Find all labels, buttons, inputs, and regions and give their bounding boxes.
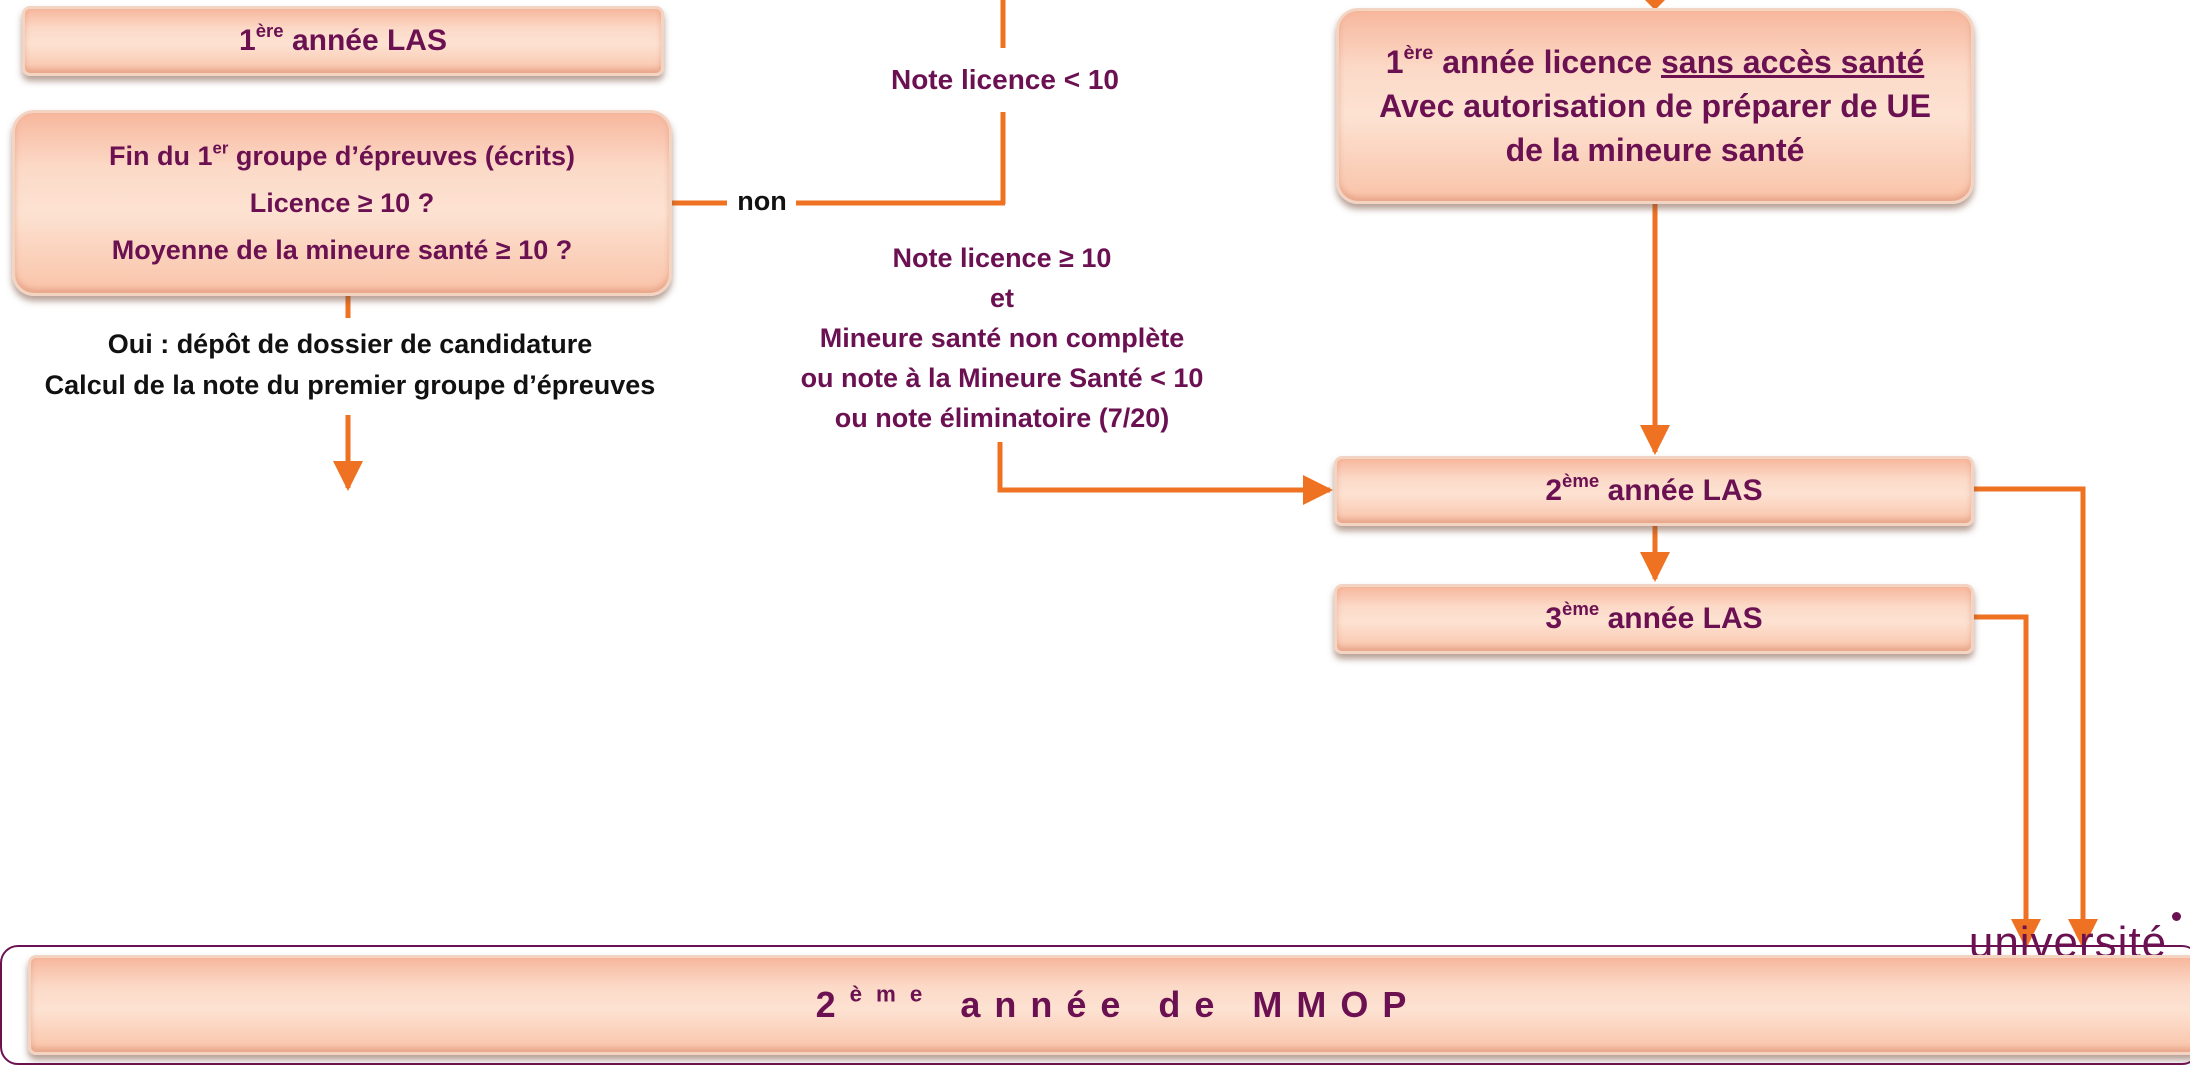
arrow-las2-to-mmop [1974,486,2098,949]
label-note-licence-inf-10: Note licence < 10 [890,64,1119,95]
box-2eme-annee-las: 2ème année LAS [1334,456,1974,526]
fin-groupe-line1: Fin du 1er groupe d’épreuves (écrits) [109,137,575,171]
label-1ere-annee-las: 1ère année LAS [239,19,447,57]
note-sup-line2: et [989,283,1014,313]
note-sup-line1: Note licence ≥ 10 [892,243,1112,273]
oui-line1: Oui : dépôt de dossier de candidature [107,329,593,359]
label-note-licence-sup-10: Note licence ≥ 10 et Mineure santé non c… [770,238,1234,438]
oui-line2: Calcul de la note du premier groupe d’ép… [44,370,656,400]
note-sup-line3: Mineure santé non complète [819,323,1185,353]
licence-line2: Avec autorisation de préparer de UE [1379,88,1931,124]
licence-line3: de la mineure santé [1505,132,1805,168]
arrow-las3-to-mmop [1974,614,2041,949]
label-non: non [737,186,787,216]
label-oui-depot-dossier: Oui : dépôt de dossier de candidature Ca… [20,324,680,406]
note-sup-line4: ou note à la Mineure Santé < 10 [800,363,1204,393]
box-1ere-annee-las: 1ère année LAS [22,6,664,76]
box-2eme-annee-mmop: 2ème année de MMOP [28,955,2190,1055]
label-2eme-annee-las: 2ème année LAS [1545,469,1763,507]
box-fin-premier-groupe: Fin du 1er groupe d’épreuves (écrits) Li… [12,110,672,296]
arrow-to-las2 [997,442,1333,505]
arrow-head-top-right [1645,0,1665,10]
fin-groupe-line2: Licence ≥ 10 ? [249,187,435,218]
box-3eme-annee-las: 3ème année LAS [1334,584,1974,654]
note-sup-line5: ou note éliminatoire (7/20) [834,403,1170,433]
label-2eme-annee-mmop: 2ème année de MMOP [815,981,1421,1025]
licence-line1: 1ère année licence sans accès santé [1385,42,1925,80]
fin-groupe-line3: Moyenne de la mineure santé ≥ 10 ? [111,234,573,265]
university-logo-dot [2172,912,2181,921]
label-3eme-annee-las: 3ème année LAS [1545,597,1763,635]
box-licence-sans-acces-sante: 1ère année licence sans accès santé Avec… [1336,8,1974,204]
